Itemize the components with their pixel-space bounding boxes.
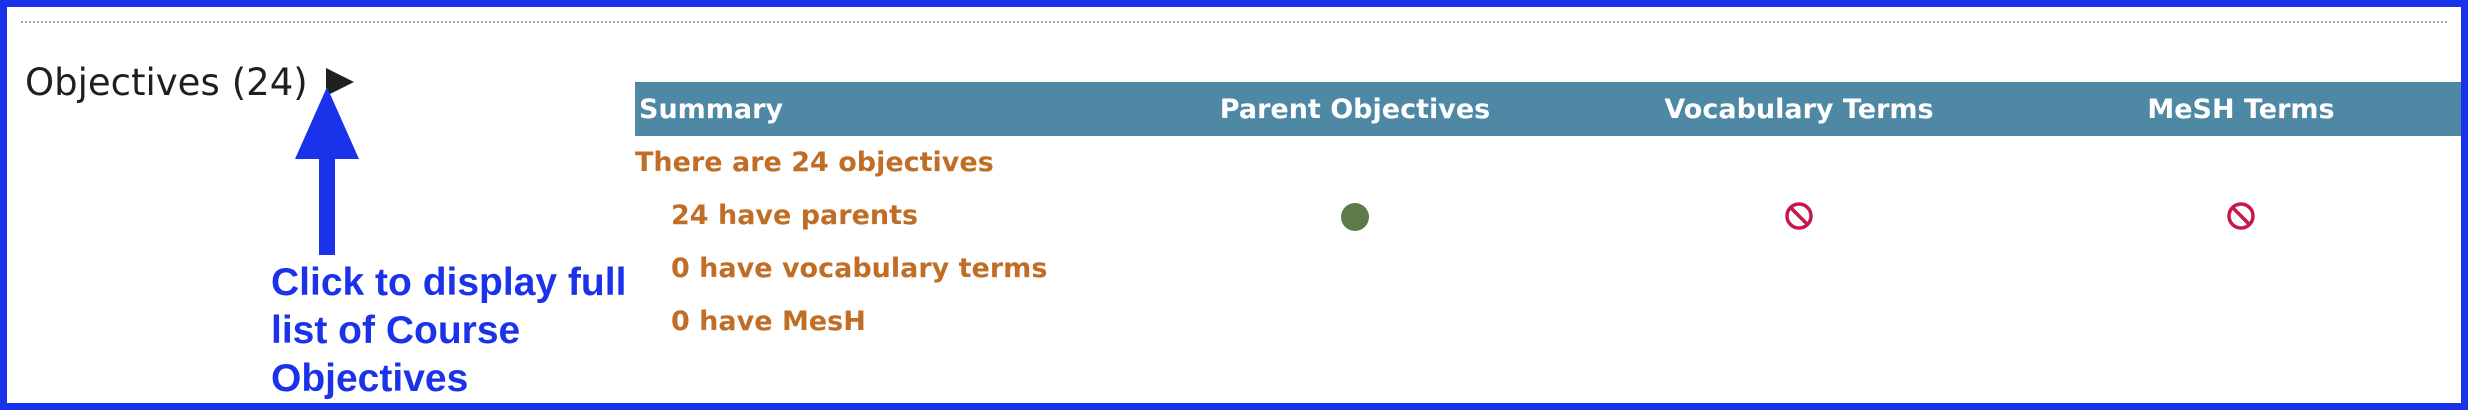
table-header-row: Summary Parent Objectives Vocabulary Ter… (635, 82, 2461, 136)
ban-icon (2227, 202, 2255, 230)
table-row: There are 24 objectives (635, 136, 2461, 189)
row-label-vocabulary: 0 have vocabulary terms (671, 253, 1048, 284)
column-header-parent-objectives: Parent Objectives (1133, 82, 1577, 136)
arrow-up-icon (295, 87, 359, 255)
objectives-count: (24) (231, 60, 308, 104)
column-header-summary: Summary (635, 82, 1133, 136)
row-label-mesh: 0 have MesH (671, 306, 866, 337)
dot-icon (1341, 202, 1369, 231)
row-label-total: There are 24 objectives (635, 147, 994, 178)
objectives-heading[interactable]: Objectives (24) (25, 57, 354, 107)
column-header-mesh-terms: MeSH Terms (2021, 82, 2461, 136)
table-row: 0 have MesH (635, 295, 2461, 348)
row-label-parents: 24 have parents (671, 200, 919, 231)
objectives-title: Objectives (25, 60, 220, 104)
column-header-vocabulary-terms: Vocabulary Terms (1577, 82, 2021, 136)
ban-icon (1785, 202, 1813, 230)
expand-triangle-icon[interactable] (325, 68, 354, 96)
table-row: 0 have vocabulary terms (635, 242, 2461, 295)
callout-text: Click to display full list of Course Obj… (271, 261, 627, 400)
dotted-divider (21, 21, 2447, 23)
table-row: 24 have parents (635, 189, 2461, 242)
objectives-summary-table: Summary Parent Objectives Vocabulary Ter… (635, 82, 2461, 348)
